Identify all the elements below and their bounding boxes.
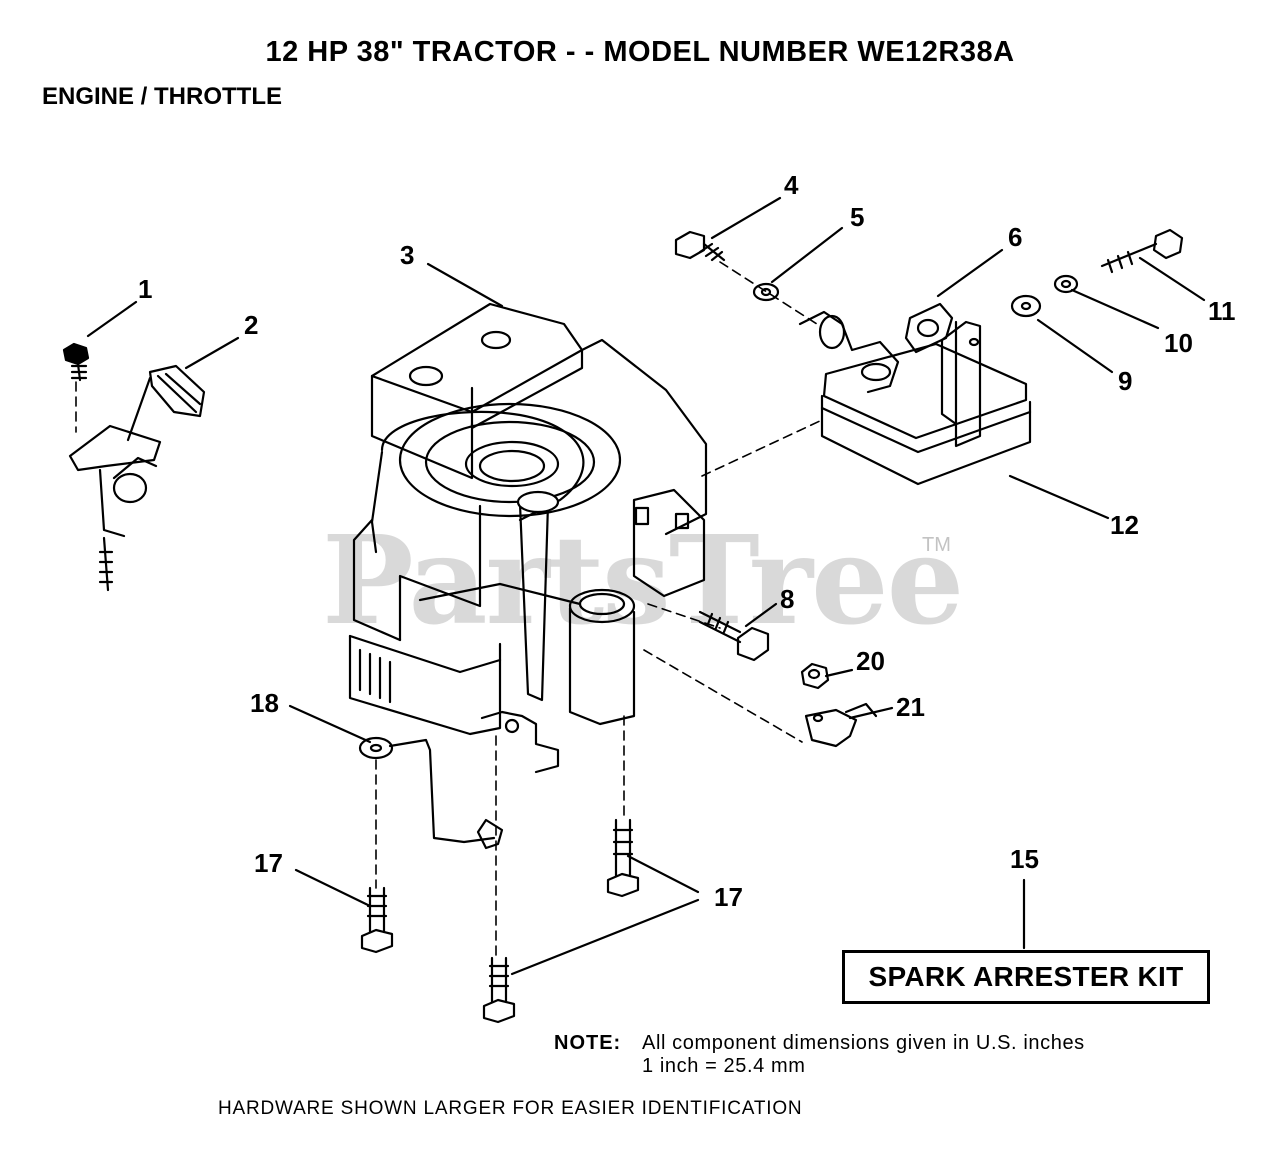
part-1-bolt bbox=[62, 342, 90, 382]
callout-21: 21 bbox=[896, 692, 925, 722]
callout-9: 9 bbox=[1118, 366, 1133, 396]
part-11-bolt bbox=[1100, 228, 1184, 274]
callout-1: 1 bbox=[138, 274, 153, 304]
footer-note: HARDWARE SHOWN LARGER FOR EASIER IDENTIF… bbox=[218, 1098, 803, 1119]
part-17-bolt-bottom bbox=[482, 956, 516, 1024]
part-8-bolt bbox=[698, 610, 770, 662]
callout-17-right: 17 bbox=[714, 882, 743, 912]
callout-10: 10 bbox=[1164, 328, 1193, 358]
callout-12: 12 bbox=[1110, 510, 1139, 540]
callout-20: 20 bbox=[856, 646, 885, 676]
callout-15: 15 bbox=[1010, 844, 1039, 874]
callout-3: 3 bbox=[400, 240, 415, 270]
part-4-bolt bbox=[674, 230, 726, 262]
part-17-bolt-left bbox=[360, 886, 394, 954]
note-line-1: All component dimensions given in U.S. i… bbox=[642, 1032, 1085, 1054]
part-20-nut bbox=[800, 662, 830, 690]
watermark: PartsTree bbox=[322, 508, 964, 652]
section-subtitle: ENGINE / THROTTLE bbox=[42, 83, 282, 110]
callout-18: 18 bbox=[250, 688, 279, 718]
callout-8: 8 bbox=[780, 584, 795, 614]
callout-11: 11 bbox=[1208, 296, 1236, 326]
part-12-muffler bbox=[820, 320, 1032, 486]
note-label: NOTE: bbox=[554, 1032, 622, 1054]
part-3-engine bbox=[348, 302, 708, 774]
spark-arrester-kit-label: SPARK ARRESTER KIT bbox=[868, 961, 1184, 992]
part-9-washer bbox=[1010, 294, 1042, 318]
callout-17-left: 17 bbox=[254, 848, 283, 878]
part-5-washer bbox=[752, 282, 780, 302]
part-21-strap bbox=[804, 702, 878, 748]
part-18-link-rod bbox=[358, 736, 504, 850]
spark-arrester-kit-box: SPARK ARRESTER KIT bbox=[842, 950, 1210, 1004]
part-2-throttle-control bbox=[68, 364, 206, 592]
note-line-2: 1 inch = 25.4 mm bbox=[642, 1055, 806, 1077]
diagram-title: 12 HP 38" TRACTOR - - MODEL NUMBER WE12R… bbox=[265, 36, 1015, 68]
callout-2: 2 bbox=[244, 310, 259, 340]
callout-4: 4 bbox=[784, 170, 799, 200]
part-10-washer bbox=[1053, 274, 1079, 294]
part-17-bolt-right bbox=[606, 818, 640, 898]
callout-6: 6 bbox=[1008, 222, 1023, 252]
watermark-tm: TM bbox=[922, 534, 951, 556]
callout-5: 5 bbox=[850, 202, 865, 232]
leader-lines bbox=[86, 196, 1206, 976]
exhaust-elbow bbox=[798, 310, 900, 394]
